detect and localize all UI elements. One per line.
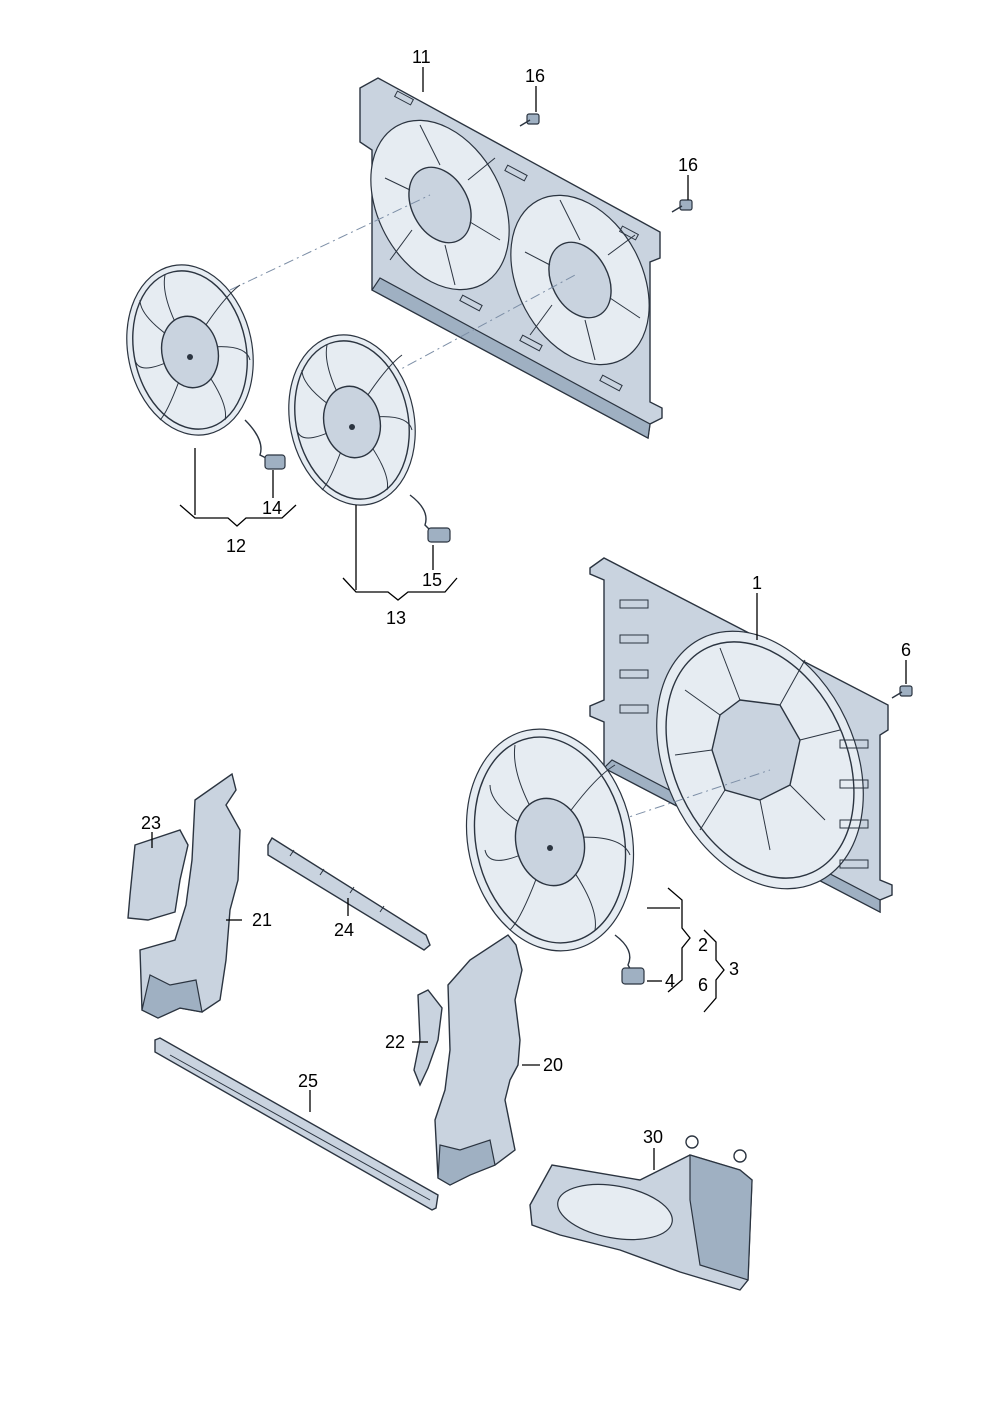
fan-12	[126, 264, 286, 470]
fan-13	[288, 334, 451, 543]
air-guide-21	[139, 772, 241, 1019]
callout-15: 15	[422, 570, 442, 590]
callout-24: 24	[334, 920, 354, 940]
callout-25: 25	[298, 1071, 318, 1091]
callout-14: 14	[262, 498, 282, 518]
bolt-6	[891, 685, 913, 699]
callout-2: 2	[698, 935, 708, 955]
bolt-16-upper	[519, 113, 540, 127]
bracket-24	[267, 837, 431, 951]
callout-3: 3	[729, 959, 739, 979]
single-fan-shroud	[589, 557, 893, 914]
callout-30: 30	[643, 1127, 663, 1147]
callout-6-bolt: 6	[901, 640, 911, 660]
air-guide-20	[434, 934, 523, 1186]
callout-12: 12	[226, 536, 246, 556]
duct-30	[529, 1135, 753, 1291]
dual-fan-shroud	[359, 77, 663, 440]
callout-11: 11	[412, 47, 431, 67]
callout-16-upper: 16	[525, 66, 545, 86]
callout-4: 4	[665, 971, 675, 991]
seal-23	[127, 829, 189, 921]
callout-16-lower: 16	[678, 155, 698, 175]
fan-2	[465, 728, 645, 985]
callout-20: 20	[543, 1055, 563, 1075]
seal-strip-25	[154, 1037, 439, 1211]
callout-21: 21	[252, 910, 272, 930]
callout-6-group: 6	[698, 975, 708, 995]
callout-1: 1	[752, 573, 762, 593]
callout-23: 23	[141, 813, 161, 833]
callout-22: 22	[385, 1032, 405, 1052]
leader-lines	[151, 67, 907, 1170]
seal-22	[413, 989, 443, 1087]
bolt-16-lower	[671, 199, 693, 213]
callout-13: 13	[386, 608, 406, 628]
